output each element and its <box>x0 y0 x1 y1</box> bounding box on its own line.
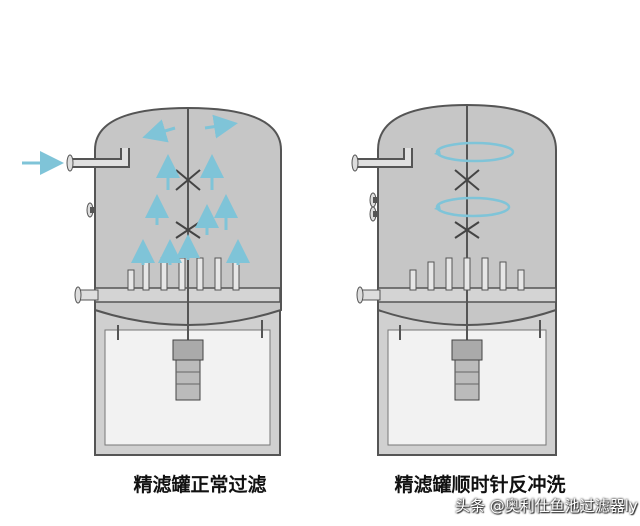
caption-normal-filtering: 精滤罐正常过滤 <box>133 474 267 496</box>
left-tank <box>22 106 282 456</box>
right-impeller <box>454 169 480 239</box>
caption-clockwise-backwash: 精滤罐顺时针反冲洗 <box>394 474 566 496</box>
left-top-arrow-left <box>142 119 176 143</box>
left-flow-arrows <box>131 154 250 265</box>
right-tank <box>351 103 557 456</box>
right-motor <box>451 339 483 401</box>
left-top-arrow-right <box>204 114 238 139</box>
left-filter-elements <box>127 257 240 291</box>
watermark: 头条 @奥利仕鱼池过滤器ly <box>455 497 638 515</box>
left-motor <box>172 339 204 401</box>
right-filter-elements <box>409 257 525 291</box>
